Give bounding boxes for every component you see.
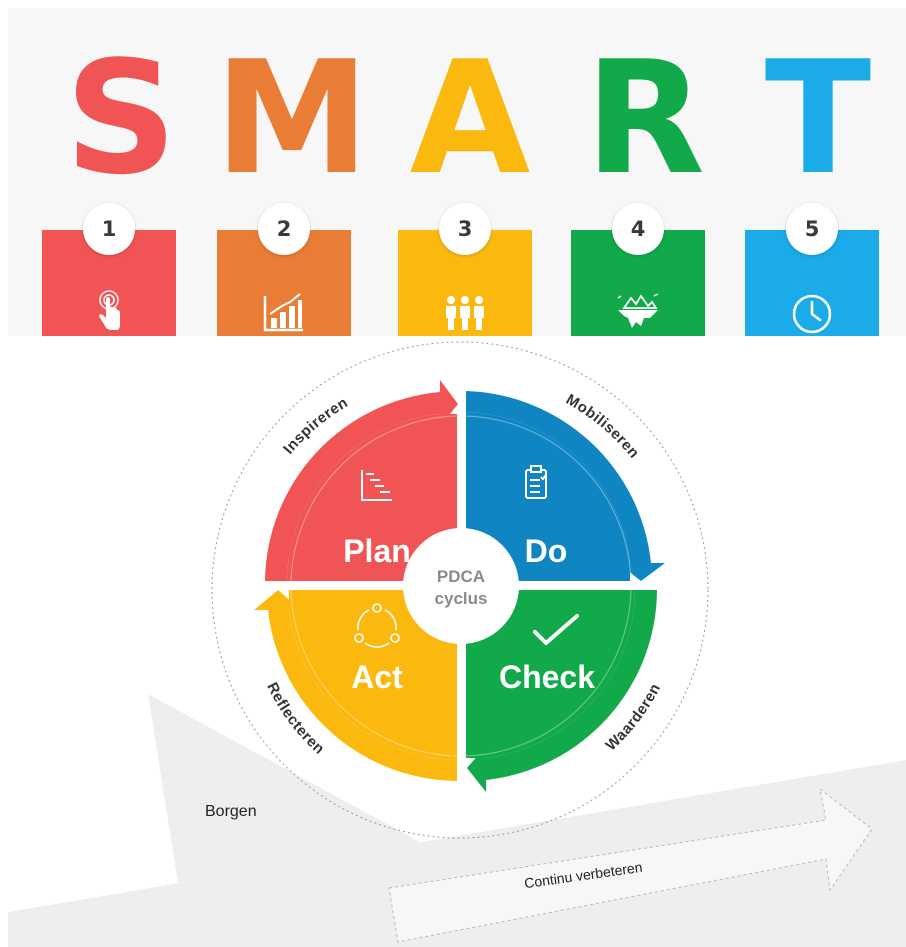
pdca-inner-ring <box>290 415 632 757</box>
step-number-badge: 4 <box>612 203 664 255</box>
step-number-badge: 1 <box>83 203 135 255</box>
bar-chart-icon <box>263 293 303 332</box>
check-label: Check <box>499 659 595 695</box>
step-number-badge: 5 <box>786 203 838 255</box>
plan-label: Plan <box>343 533 411 569</box>
cycle-arrows-icon <box>354 603 400 648</box>
people-group-icon <box>446 296 484 330</box>
center-title: PDCA <box>437 567 485 586</box>
hand-pointer-icon <box>99 290 120 330</box>
pdca-center-circle <box>403 528 519 644</box>
quadrant-do-fill <box>466 412 630 581</box>
gantt-chart-icon <box>361 470 392 501</box>
floating-island-icon <box>617 293 659 328</box>
smart-letter-a: A <box>409 27 531 209</box>
pdca-diagram: Plan Do Check Act PDCA cyclus Inspireren… <box>8 341 906 947</box>
act-label: Act <box>351 659 403 695</box>
base-ramp <box>8 760 906 947</box>
smart-letter-r: R <box>584 27 706 209</box>
quadrant-act-fill <box>289 590 457 760</box>
quadrant-plan-fill <box>287 414 457 581</box>
clipboard-checklist-icon <box>525 465 547 499</box>
smart-letter-t: T <box>764 27 872 209</box>
borgen-label: Borgen <box>205 803 257 820</box>
smart-banner: S M A R T 1 2 3 4 5 <box>8 8 906 336</box>
clock-icon <box>792 294 832 334</box>
pdca-outer-ring <box>211 341 709 839</box>
step-number-badge: 2 <box>258 203 310 255</box>
smart-letter-s: S <box>64 27 178 209</box>
smart-letter-m: M <box>214 27 370 209</box>
center-subtitle: cyclus <box>435 589 488 608</box>
step-number-badge: 3 <box>439 203 491 255</box>
continu-verbeteren-arrow <box>388 787 873 943</box>
quadrant-check-fill <box>466 590 635 758</box>
quadrant-plan <box>265 380 458 581</box>
quadrant-act <box>254 590 457 781</box>
quadrant-do <box>466 391 665 581</box>
do-label: Do <box>525 533 568 569</box>
checkmark-icon <box>533 614 579 645</box>
quadrant-check <box>466 590 657 792</box>
borgen-wedge <box>148 694 420 883</box>
